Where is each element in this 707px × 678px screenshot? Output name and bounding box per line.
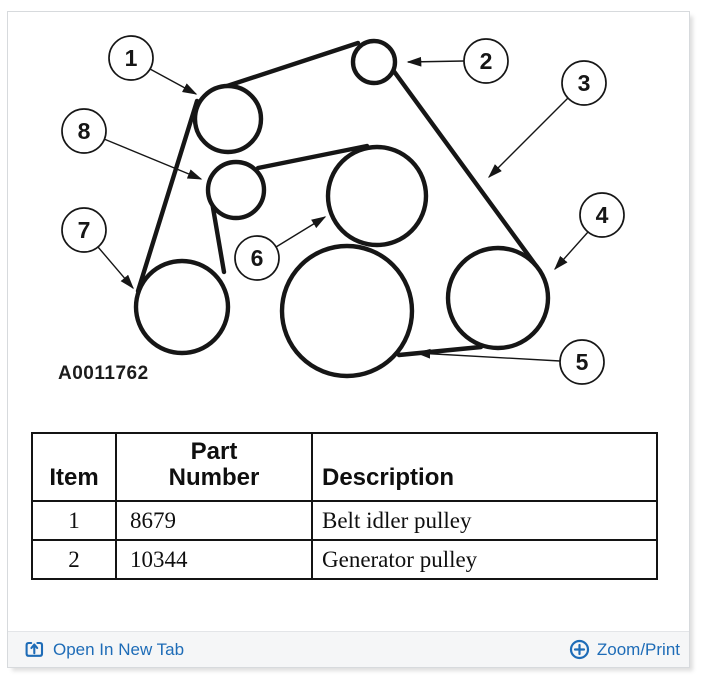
table-row: 2 10344 Generator pulley xyxy=(31,539,658,580)
pulley-circle xyxy=(350,38,398,86)
zoom-print-label: Zoom/Print xyxy=(596,639,680,659)
callout-arrow-5 xyxy=(415,348,561,362)
callout-label-2: 2 xyxy=(480,48,493,74)
callout-circle-1 xyxy=(108,35,154,81)
viewer-toolbar: Open In New Tab Zoom/Print xyxy=(8,631,689,667)
pulley-circle xyxy=(445,245,551,351)
item-cell: 1 xyxy=(31,500,117,541)
belt-segment xyxy=(396,344,484,358)
callout-arrow-7 xyxy=(97,246,134,290)
zoom-print-icon xyxy=(569,639,589,660)
belt-segment xyxy=(135,98,200,294)
table-row: 1 8679 Belt idler pulley xyxy=(31,500,658,541)
callout-circle-3 xyxy=(561,60,607,106)
zoom-print-button[interactable]: Zoom/Print xyxy=(569,639,680,660)
item-cell: 2 xyxy=(31,539,117,580)
callout-label-8: 8 xyxy=(78,118,91,144)
callout-label-1: 1 xyxy=(125,45,138,71)
open-in-new-tab-button[interactable]: Open In New Tab xyxy=(25,640,184,660)
diagram-layer: 1 2 3 4 5 6 7 8 xyxy=(61,35,625,385)
callout-circle-8 xyxy=(61,108,107,154)
belt-segment xyxy=(218,40,361,91)
callout-arrow-2 xyxy=(406,56,465,67)
belt-segment xyxy=(255,143,370,171)
belt-segment xyxy=(390,67,540,270)
callout-arrow-3 xyxy=(488,97,569,178)
callout-circle-7 xyxy=(61,207,107,253)
callout-arrow-1 xyxy=(149,68,198,95)
callout-label-5: 5 xyxy=(576,349,589,375)
callout-arrow-4 xyxy=(554,231,589,271)
col-header-item: Item xyxy=(31,432,117,502)
col-header-description: Description xyxy=(311,432,658,502)
callout-arrow-6 xyxy=(275,216,327,248)
pulley-circle xyxy=(325,144,429,248)
callout-label-4: 4 xyxy=(596,202,609,228)
part-number-cell: 10344 xyxy=(115,539,313,580)
col-header-part-number: Part Number xyxy=(115,432,313,502)
callout-circle-4 xyxy=(579,192,625,238)
parts-table-body: 1 8679 Belt idler pulley 2 10344 Generat… xyxy=(31,500,658,580)
callout-circle-6 xyxy=(234,235,280,281)
callout-label-6: 6 xyxy=(251,245,264,271)
parts-table-header: Item Part Number Description xyxy=(31,432,658,502)
belt-routing-diagram: 1 2 3 4 5 6 7 8 xyxy=(61,35,625,385)
header-row: Item Part Number Description xyxy=(31,432,658,502)
callout-label-3: 3 xyxy=(578,70,591,96)
pulley-circle xyxy=(133,258,231,356)
callout-circle-2 xyxy=(463,38,509,84)
figure-code: A0011762 xyxy=(58,363,149,384)
part-number-cell: 8679 xyxy=(115,500,313,541)
open-in-new-tab-icon xyxy=(25,641,44,657)
belt-segment xyxy=(209,199,227,275)
pulley-circle xyxy=(205,159,267,221)
callout-arrow-8 xyxy=(103,138,203,180)
pulley-circle xyxy=(192,83,264,155)
callout-label-7: 7 xyxy=(78,217,91,243)
callout-circle-5 xyxy=(559,339,605,385)
description-cell: Belt idler pulley xyxy=(311,500,658,541)
description-cell: Generator pulley xyxy=(311,539,658,580)
open-in-new-tab-label: Open In New Tab xyxy=(53,639,185,659)
parts-table: Item Part Number Description 1 8679 Belt… xyxy=(31,432,658,580)
pulley-circle xyxy=(279,243,415,379)
